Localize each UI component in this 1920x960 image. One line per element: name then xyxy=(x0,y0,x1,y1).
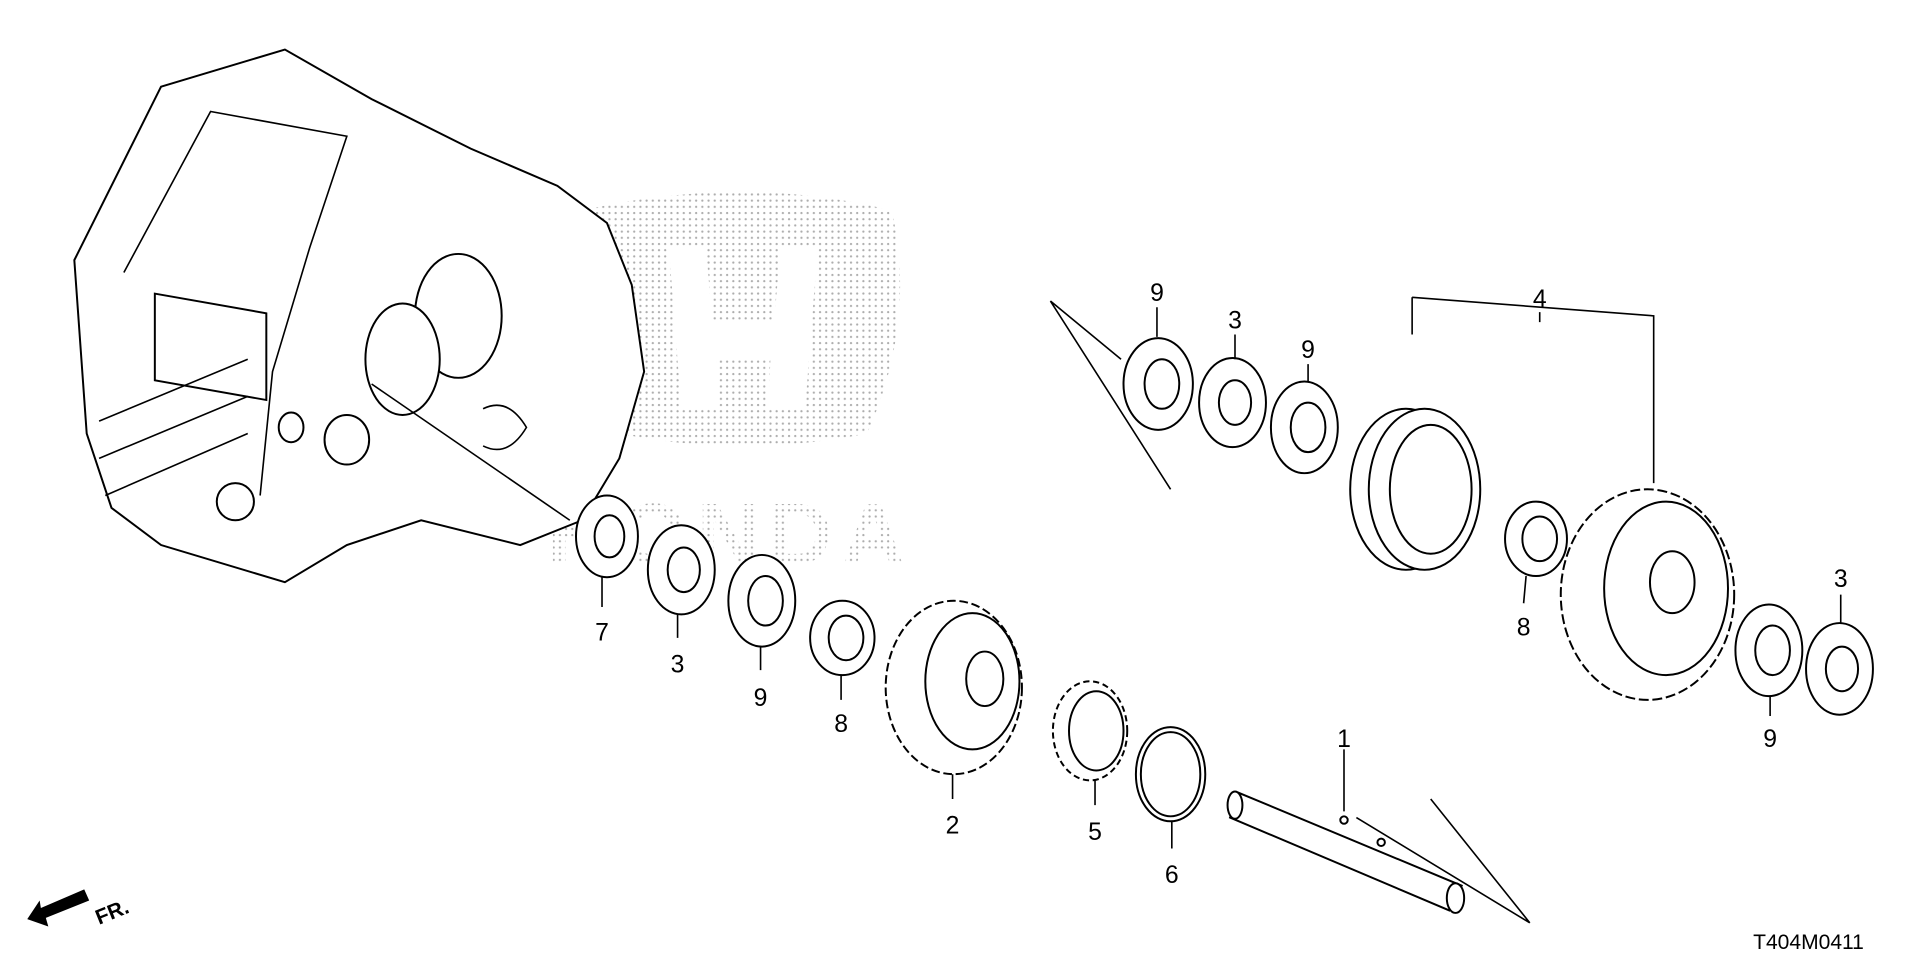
callout-9c[interactable]: 9 xyxy=(754,685,768,712)
washer-3a xyxy=(1198,356,1267,449)
bearing-9b xyxy=(1269,380,1339,475)
needle-bearing-8b xyxy=(1504,500,1568,577)
snap-ring-6 xyxy=(1134,726,1207,823)
callout-9b[interactable]: 9 xyxy=(1301,337,1315,364)
callout-8a[interactable]: 8 xyxy=(834,711,848,738)
transmission-housing xyxy=(73,48,646,584)
callout-3a[interactable]: 3 xyxy=(1228,307,1242,334)
bearing-9d xyxy=(1734,603,1804,698)
front-direction-label: FR. xyxy=(92,895,132,929)
diagram-code: T404M0411 xyxy=(1753,931,1864,954)
callout-6[interactable]: 6 xyxy=(1165,862,1179,889)
washer-3b xyxy=(646,524,716,616)
callout-1[interactable]: 1 xyxy=(1337,726,1351,753)
callout-2[interactable]: 2 xyxy=(946,813,960,840)
shaft-1 xyxy=(1226,790,1466,914)
washer-3d xyxy=(1805,622,1874,716)
synchro-sleeve-4 xyxy=(1349,407,1482,571)
callout-3c[interactable]: 3 xyxy=(1834,566,1848,593)
callout-3b[interactable]: 3 xyxy=(671,652,685,679)
bearing-9c xyxy=(727,553,797,648)
gear-2 xyxy=(884,599,1023,776)
callout-9a[interactable]: 9 xyxy=(1150,280,1164,307)
callout-7[interactable]: 7 xyxy=(595,619,609,646)
callout-5[interactable]: 5 xyxy=(1088,819,1102,846)
gear-4 xyxy=(1559,488,1736,701)
front-arrow-icon: FR. xyxy=(27,889,132,929)
callout-9d[interactable]: 9 xyxy=(1763,726,1777,753)
synchro-ring-5 xyxy=(1051,680,1129,782)
needle-bearing-8a xyxy=(809,599,876,677)
washer-7 xyxy=(575,494,639,579)
callout-4[interactable]: 4 xyxy=(1533,286,1547,313)
bearing-9a xyxy=(1122,337,1194,431)
callout-8b[interactable]: 8 xyxy=(1517,614,1531,641)
